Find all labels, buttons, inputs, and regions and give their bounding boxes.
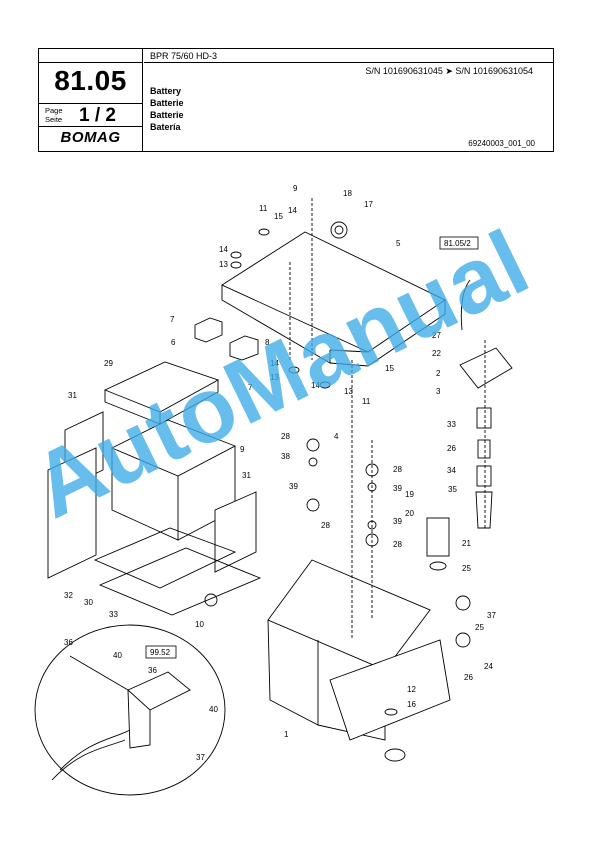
callout-15: 15 — [274, 212, 283, 221]
callout-28c: 28 — [321, 521, 330, 530]
parts-linework — [34, 198, 513, 796]
callout-15b: 15 — [385, 364, 394, 373]
top-strip — [39, 49, 142, 63]
page-info-panel: 81.05 Page Seite 1 / 2 BOMAG — [39, 49, 143, 151]
callout-12: 12 — [407, 685, 416, 694]
callout-13: 13 — [219, 260, 228, 269]
ref-box-99-52: 99.52 — [150, 648, 171, 657]
callout-22: 22 — [432, 349, 441, 358]
callout-25: 25 — [475, 623, 484, 632]
brand-logo: BOMAG — [60, 129, 121, 146]
callout-37: 36 — [64, 638, 73, 647]
callout-11b: 11 — [362, 397, 371, 406]
callout-28: 28 — [281, 432, 290, 441]
title-es: Batería — [150, 122, 181, 132]
callout-39: 38 — [281, 452, 290, 461]
reference-boxes: 81.05/2 99.52 — [145, 236, 479, 659]
callout-25b: 26 — [464, 673, 473, 682]
callout-28d: 28 — [393, 540, 402, 549]
title-fr: Batterie — [150, 110, 184, 120]
exploded-view-drawing: 9 18 14 17 11 15 14 13 5 7 6 8 7 14 13 1… — [34, 184, 513, 796]
callout-30: 30 — [84, 598, 93, 607]
callout-39c: 39 — [289, 482, 298, 491]
callout-6b: 7 — [248, 383, 253, 392]
callout-13c: 13 — [344, 387, 353, 396]
callout-28b: 28 — [393, 465, 402, 474]
callout-11: 11 — [259, 204, 268, 213]
callout-40b: 40 — [209, 705, 218, 714]
serial-range: S/N 101690631045 ➤ S/N 101690631054 — [365, 66, 533, 76]
page-number: 81.05 — [54, 65, 127, 96]
callout-33b: 34 — [447, 466, 456, 475]
callout-14d: 14 — [311, 381, 320, 390]
page-value: 1 / 2 — [79, 105, 116, 126]
callout-39b: 39 — [393, 484, 402, 493]
page-label-de: Seite — [45, 115, 63, 124]
callout-14c: 14 — [270, 359, 279, 368]
callout-16: 16 — [407, 700, 416, 709]
drawing-id: 69240003_001_00 — [468, 139, 535, 148]
callout-39d: 39 — [393, 517, 402, 526]
callout-31c: 32 — [64, 591, 73, 600]
callout-31: 31 — [68, 391, 77, 400]
callout-24: 25 — [462, 564, 471, 573]
callout-23: 24 — [484, 662, 493, 671]
callout-17: 17 — [364, 200, 373, 209]
header-block: 81.05 Page Seite 1 / 2 BOMAG BPR 75/60 H… — [38, 48, 554, 152]
callout-7b: 8 — [265, 338, 270, 347]
callout-27: 27 — [432, 331, 441, 340]
callout-29: 29 — [104, 359, 113, 368]
callout-14: 14 — [288, 206, 297, 215]
callout-labels: 9 18 14 17 11 15 14 13 5 7 6 8 7 14 13 1… — [64, 184, 496, 762]
callout-38: 37 — [196, 753, 205, 762]
callout-40: 40 — [113, 651, 122, 660]
callout-32: 33 — [109, 610, 118, 619]
callout-18: 18 — [343, 189, 352, 198]
model-row: BPR 75/60 HD-3 — [144, 49, 554, 63]
callout-36: 37 — [487, 611, 496, 620]
title-list: Battery Batterie Batterie Batería — [150, 85, 184, 133]
callout-34: 35 — [448, 485, 457, 494]
page-label-en: Page — [45, 106, 63, 115]
callout-8: 9 — [240, 445, 245, 454]
callout-9: 10 — [195, 620, 204, 629]
model-name: BPR 75/60 HD-3 — [150, 51, 218, 61]
callout-35: 36 — [148, 666, 157, 675]
callout-1: 1 — [284, 730, 289, 739]
callout-19: 19 — [405, 490, 414, 499]
callout-3: 3 — [436, 387, 441, 396]
title-de: Batterie — [150, 98, 184, 108]
callout-10: 9 — [293, 184, 298, 193]
page-row: Page Seite 1 / 2 — [39, 103, 142, 127]
ref-box-81-05-2: 81.05/2 — [444, 239, 471, 248]
callout-5: 4 — [334, 432, 339, 441]
callout-2: 2 — [436, 369, 441, 378]
callout-33: 33 — [447, 420, 456, 429]
callout-4: 5 — [396, 239, 401, 248]
callout-26: 26 — [447, 444, 456, 453]
callout-7: 7 — [170, 315, 175, 324]
callout-13b: 13 — [270, 373, 279, 382]
title-en: Battery — [150, 86, 182, 96]
callout-20: 20 — [405, 509, 414, 518]
callout-6: 6 — [171, 338, 176, 347]
callout-21: 21 — [462, 539, 471, 548]
callout-31b: 31 — [242, 471, 251, 480]
callout-14b: 14 — [219, 245, 228, 254]
